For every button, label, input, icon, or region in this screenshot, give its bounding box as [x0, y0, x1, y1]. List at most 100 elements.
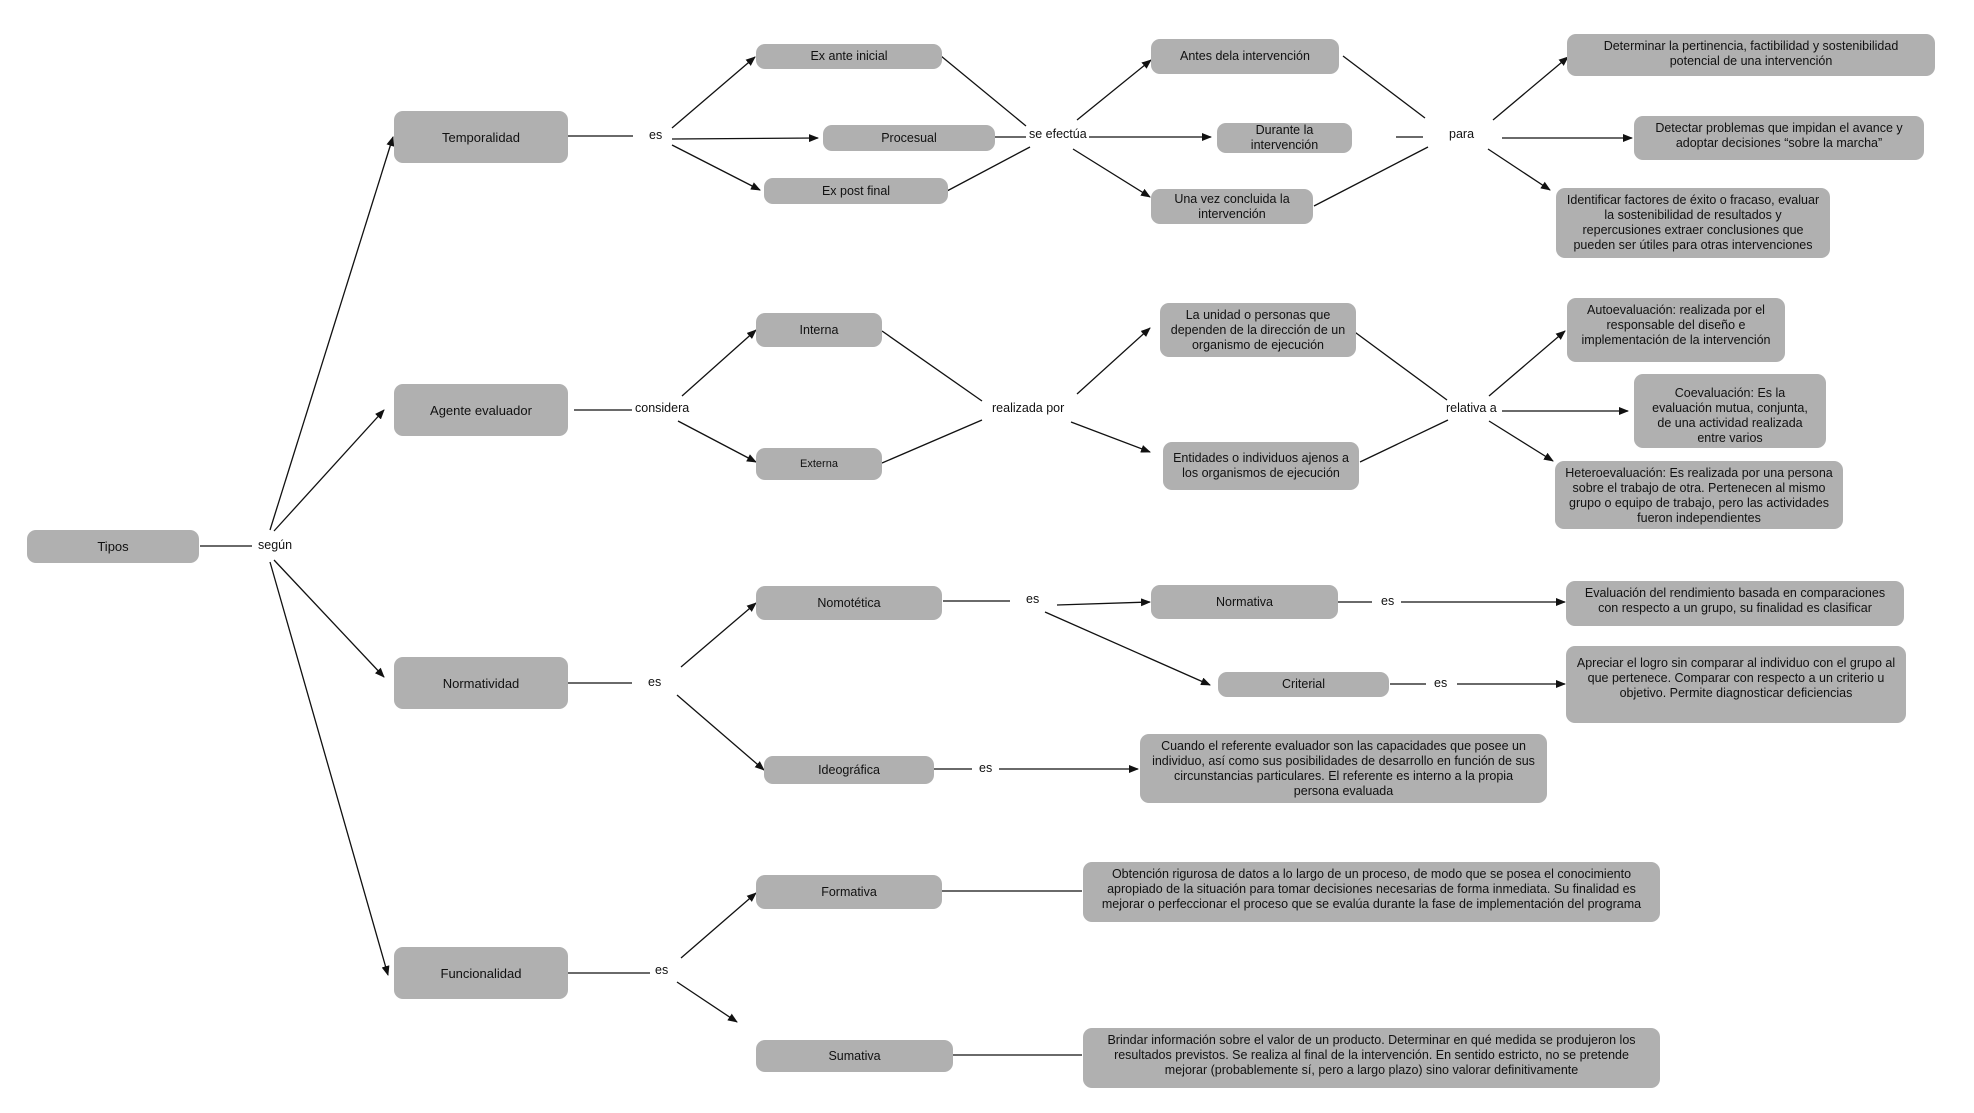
edge-arrow [680, 602, 757, 668]
node-label: Ex post final [821, 183, 891, 198]
connector-relativa-a: relativa a [1444, 401, 1499, 416]
node-label: Temporalidad [441, 129, 521, 145]
node-ex-ante: Ex ante inicial [756, 44, 942, 69]
node-label: Brindar información sobre el valor de un… [1107, 1033, 1636, 1077]
node-label: Detectar problemas que impidan el avance… [1655, 121, 1903, 150]
node-durante: Durante la intervención [1217, 123, 1352, 153]
node-brindar: Brindar información sobre el valor de un… [1083, 1028, 1660, 1088]
edge-arrow [680, 892, 757, 959]
node-label: Determinar la pertinencia, factibilidad … [1603, 39, 1899, 68]
node-label: Obtención rigurosa de datos a lo largo d… [1101, 867, 1642, 911]
node-nomotetica: Nomotética [756, 586, 942, 620]
edge-arrow [1488, 330, 1566, 397]
node-determinar: Determinar la pertinencia, factibilidad … [1567, 34, 1935, 76]
edge-arrow [671, 144, 761, 191]
edge-line [881, 419, 983, 464]
node-entidades: Entidades o individuos ajenos a los orga… [1163, 442, 1359, 490]
node-label: Ex ante inicial [810, 49, 888, 63]
node-label: Apreciar el logro sin comparar al indivi… [1576, 656, 1896, 700]
node-autoevaluacion: Autoevaluación: realizada por el respons… [1567, 298, 1785, 362]
node-procesual: Procesual [823, 125, 995, 151]
edge-line [946, 146, 1031, 192]
node-normatividad: Normatividad [394, 657, 568, 709]
node-cuando: Cuando el referente evaluador son las ca… [1140, 734, 1547, 803]
node-label: Coevaluación: Es la evaluación mutua, co… [1652, 386, 1808, 445]
node-label: Funcionalidad [440, 965, 522, 981]
node-label: Antes dela intervención [1180, 49, 1310, 63]
connector-es-nomotetica: es [1024, 592, 1042, 607]
node-identificar: Identificar factores de éxito o fracaso,… [1556, 188, 1830, 258]
edge-arrow [269, 561, 390, 976]
node-label: Procesual [881, 130, 937, 145]
edge-arrow [273, 559, 385, 678]
edge-arrow [1488, 420, 1554, 462]
node-label: Durante la intervención [1250, 123, 1319, 152]
node-label: Una vez concluida la intervención [1174, 191, 1290, 221]
node-label: Normativa [1216, 594, 1273, 609]
connector-es-criterial: es [1432, 676, 1450, 691]
node-sumativa: Sumativa [756, 1040, 953, 1072]
edge-line [1351, 329, 1448, 401]
node-funcionalidad: Funcionalidad [394, 947, 568, 999]
node-normativa: Normativa [1151, 585, 1338, 619]
edge-line [1359, 419, 1449, 463]
edge-arrow [677, 420, 757, 463]
node-label: Ideográfica [818, 762, 880, 777]
edge-line [881, 330, 983, 402]
node-tipos: Tipos [27, 530, 199, 563]
edge-arrow [681, 329, 757, 397]
edge-arrow [1492, 56, 1569, 121]
edge-arrow [1076, 327, 1151, 395]
connector-es-temporalidad: es [647, 128, 665, 143]
edge-arrow [676, 981, 738, 1023]
node-agente-evaluador: Agente evaluador [394, 384, 568, 436]
connector-realizada-por: realizada por [990, 401, 1067, 416]
edge-arrow [671, 134, 819, 143]
edge-arrow [1072, 148, 1151, 198]
connector-considera: considera [633, 401, 692, 416]
node-label: Autoevaluación: realizada por el respons… [1581, 303, 1771, 347]
node-label: Agente evaluador [430, 402, 532, 418]
edge-line [1342, 55, 1426, 119]
connector-segun: según [256, 538, 295, 553]
edge-arrow [1487, 148, 1551, 191]
connector-es-normativa: es [1379, 594, 1397, 609]
node-label: Normatividad [442, 675, 520, 691]
node-label: Sumativa [828, 1048, 881, 1063]
edge-arrow [671, 56, 756, 129]
node-antes: Antes dela intervención [1151, 39, 1339, 74]
node-label: Heteroevaluación: Es realizada por una p… [1565, 466, 1833, 525]
node-interna: Interna [756, 313, 882, 347]
node-label: Cuando el referente evaluador son las ca… [1152, 739, 1535, 798]
node-label: Nomotética [817, 595, 881, 610]
connector-es-ideografica: es [977, 761, 995, 776]
node-temporalidad: Temporalidad [394, 111, 568, 163]
edge-arrow [676, 694, 765, 771]
node-label: Criterial [1281, 677, 1326, 691]
edge-line [940, 55, 1027, 127]
node-la-unidad: La unidad o personas que dependen de la … [1160, 303, 1356, 357]
node-label: Externa [800, 457, 838, 470]
edge-line [1313, 146, 1429, 207]
node-heteroevaluacion: Heteroevaluación: Es realizada por una p… [1555, 461, 1843, 529]
node-ex-post: Ex post final [764, 178, 948, 204]
node-eval-rendimiento: Evaluación del rendimiento basada en com… [1566, 581, 1904, 626]
node-apreciar: Apreciar el logro sin comparar al indivi… [1566, 646, 1906, 723]
node-una-vez: Una vez concluida la intervención [1151, 189, 1313, 224]
connector-se-efectua: se efectúa [1027, 127, 1089, 142]
connector-es-funcionalidad: es [653, 963, 671, 978]
node-obtencion: Obtención rigurosa de datos a lo largo d… [1083, 862, 1660, 922]
node-label: Formativa [821, 884, 877, 899]
edge-arrow [1070, 421, 1151, 453]
node-criterial: Criterial [1218, 672, 1389, 697]
node-externa: Externa [756, 448, 882, 480]
node-formativa: Formativa [756, 875, 942, 909]
edge-arrow [1044, 611, 1211, 686]
edge-arrow [1076, 59, 1152, 121]
node-label: Entidades o individuos ajenos a los orga… [1173, 451, 1349, 480]
edge-arrow [1056, 598, 1151, 607]
node-coevaluacion: Coevaluación: Es la evaluación mutua, co… [1634, 374, 1826, 448]
node-label: Evaluación del rendimiento basada en com… [1584, 586, 1886, 615]
edge-arrow [273, 409, 385, 532]
